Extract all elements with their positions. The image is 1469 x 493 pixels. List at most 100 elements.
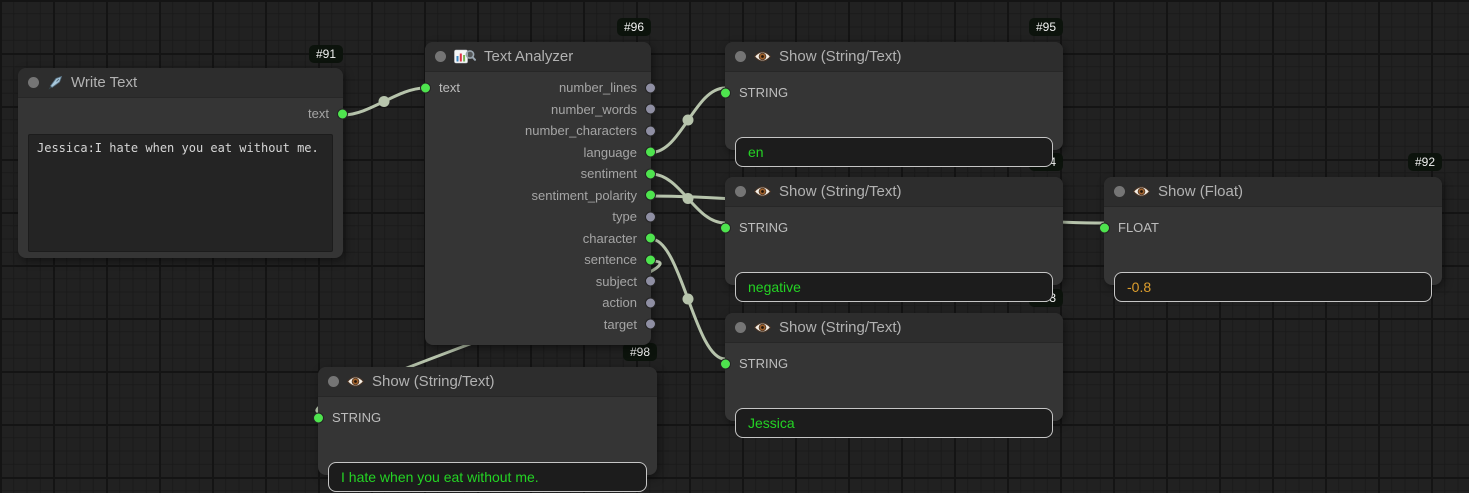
slot-dot[interactable] <box>337 108 348 120</box>
collapse-dot[interactable] <box>735 322 746 333</box>
show-value-field[interactable]: Jessica <box>735 408 1053 438</box>
slot-dot[interactable] <box>720 358 731 370</box>
node-title: Show (String/Text) <box>779 319 902 336</box>
show-value-field[interactable]: negative <box>735 272 1053 302</box>
eye-icon <box>1133 186 1150 197</box>
slot-dot[interactable] <box>720 222 731 234</box>
node-show-string-94[interactable]: Show (String/Text) STRING negative <box>720 177 1063 302</box>
collapse-dot[interactable] <box>28 77 39 88</box>
input-slot-text[interactable]: text <box>420 77 515 99</box>
wire-midpoint-dot <box>682 114 694 126</box>
output-slot-number-characters[interactable]: number_characters <box>425 120 656 142</box>
node-id-badge: #91 <box>308 45 343 63</box>
eye-icon <box>754 322 771 333</box>
node-id-badge: #96 <box>616 18 651 36</box>
output-slot-label: sentiment <box>580 166 637 182</box>
output-slot-label: type <box>612 209 637 225</box>
output-slot-label: sentence <box>584 252 637 268</box>
slot-dot[interactable] <box>645 297 656 309</box>
node-title: Show (String/Text) <box>779 48 902 65</box>
collapse-dot[interactable] <box>328 376 339 387</box>
input-slot-label: STRING <box>739 85 789 101</box>
input-slot-string[interactable]: STRING <box>720 217 1063 239</box>
slot-dot[interactable] <box>645 211 656 223</box>
output-slot-label: language <box>583 144 638 160</box>
slot-dot[interactable] <box>645 189 656 201</box>
output-slot-label: number_characters <box>525 123 637 139</box>
output-slot-language[interactable]: language <box>425 142 656 164</box>
collapse-dot[interactable] <box>435 51 446 62</box>
input-slot-string[interactable]: STRING <box>720 82 1063 104</box>
pen-icon <box>48 75 63 89</box>
output-slot-action[interactable]: action <box>425 292 656 314</box>
node-id-badge: #92 <box>1407 153 1442 171</box>
output-slot-label: action <box>602 295 637 311</box>
wire-midpoint-dot <box>682 193 694 204</box>
input-slot-label: text <box>439 80 460 96</box>
collapse-dot[interactable] <box>1114 186 1125 197</box>
slot-dot[interactable] <box>645 82 656 94</box>
node-title: Text Analyzer <box>484 48 574 65</box>
slot-dot[interactable] <box>645 103 656 115</box>
node-header[interactable]: Show (String/Text) <box>725 42 1063 72</box>
chart-magnifier-icon <box>454 49 476 63</box>
eye-icon <box>754 186 771 197</box>
input-slot-float[interactable]: FLOAT <box>1099 217 1442 239</box>
slot-dot[interactable] <box>645 168 656 180</box>
slot-dot[interactable] <box>645 254 656 266</box>
node-header[interactable]: Text Analyzer <box>425 42 651 72</box>
output-slot-label: character <box>582 230 637 246</box>
collapse-dot[interactable] <box>735 51 746 62</box>
node-header[interactable]: Show (String/Text) <box>725 177 1063 207</box>
output-slot-label: sentiment_polarity <box>531 187 638 203</box>
node-show-string-95[interactable]: Show (String/Text) STRING en <box>720 42 1063 167</box>
write-text-input[interactable] <box>28 134 333 252</box>
input-slot-string[interactable]: STRING <box>313 407 657 429</box>
node-id-badge: #98 <box>622 343 657 361</box>
slot-dot[interactable] <box>1099 222 1110 234</box>
output-slot-number-words[interactable]: number_words <box>425 99 656 121</box>
output-slot-sentiment[interactable]: sentiment <box>425 163 656 185</box>
node-text-analyzer[interactable]: Text Analyzer text number_lines number_w… <box>420 42 656 345</box>
node-show-string-93[interactable]: Show (String/Text) STRING Jessica <box>720 313 1063 438</box>
output-slot-label: text <box>308 106 329 122</box>
slot-dot[interactable] <box>645 232 656 244</box>
collapse-dot[interactable] <box>735 186 746 197</box>
slot-dot[interactable] <box>645 146 656 158</box>
output-slot-type[interactable]: type <box>425 206 656 228</box>
output-slot-subject[interactable]: subject <box>425 271 656 293</box>
output-slot-number-lines[interactable]: number_lines <box>425 77 656 99</box>
output-slot-label: number_words <box>551 101 637 117</box>
show-value-field[interactable]: I hate when you eat without me. <box>328 462 647 492</box>
output-slot-character[interactable]: character <box>425 228 656 250</box>
slot-dot[interactable] <box>720 87 731 99</box>
slot-dot[interactable] <box>420 82 431 94</box>
input-slot-label: STRING <box>739 220 789 236</box>
node-show-float-92[interactable]: Show (Float) FLOAT -0.8 <box>1099 177 1442 302</box>
slot-dot[interactable] <box>645 318 656 330</box>
output-slot-sentiment-polarity[interactable]: sentiment_polarity <box>425 185 656 207</box>
node-header[interactable]: Write Text <box>18 68 343 98</box>
show-value-field[interactable]: -0.8 <box>1114 272 1432 302</box>
node-show-string-98[interactable]: Show (String/Text) STRING I hate when yo… <box>313 367 657 492</box>
slot-dot[interactable] <box>313 412 324 424</box>
node-header[interactable]: Show (Float) <box>1104 177 1442 207</box>
slot-dot[interactable] <box>645 275 656 287</box>
node-header[interactable]: Show (String/Text) <box>318 367 657 397</box>
node-title: Show (Float) <box>1158 183 1244 200</box>
show-value-field[interactable]: en <box>735 137 1053 167</box>
slot-dot[interactable] <box>645 125 656 137</box>
input-slot-string[interactable]: STRING <box>720 353 1063 375</box>
node-title: Show (String/Text) <box>779 183 902 200</box>
node-id-badge: #95 <box>1028 18 1063 36</box>
output-slot-text[interactable]: text <box>18 103 348 125</box>
eye-icon <box>754 51 771 62</box>
output-slot-label: target <box>603 316 637 332</box>
output-slot-sentence[interactable]: sentence <box>425 249 656 271</box>
output-slot-target[interactable]: target <box>425 314 656 336</box>
node-write-text[interactable]: Write Text text <box>18 68 348 258</box>
eye-icon <box>347 376 364 387</box>
node-header[interactable]: Show (String/Text) <box>725 313 1063 343</box>
input-slot-label: FLOAT <box>1118 220 1159 236</box>
